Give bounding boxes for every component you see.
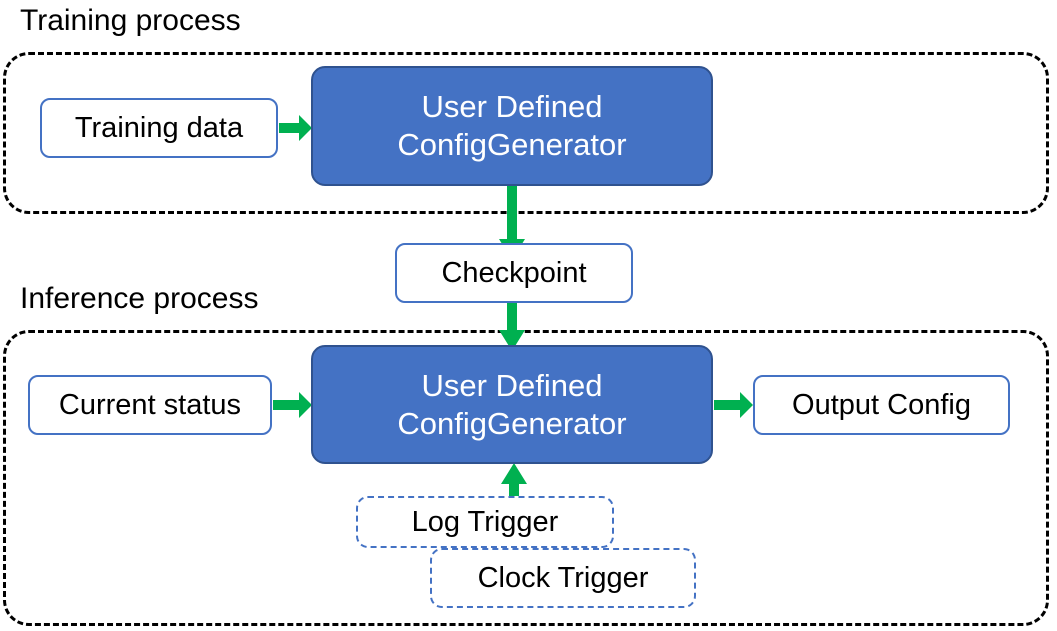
training-data-label: Training data xyxy=(74,111,244,144)
arrow-training-generator-to-checkpoint xyxy=(498,185,526,261)
training-process-container xyxy=(3,52,1049,214)
inference-config-generator-label: User Defined ConfigGenerator xyxy=(397,367,626,443)
output-config-label: Output Config xyxy=(792,388,971,421)
training-data-node[interactable]: Training data xyxy=(40,98,278,158)
training-process-label: Training process xyxy=(20,4,241,37)
inference-process-label: Inference process xyxy=(20,282,259,315)
arrow-training-data-to-generator xyxy=(279,114,313,142)
checkpoint-label: Checkpoint xyxy=(441,256,587,289)
current-status-label: Current status xyxy=(58,388,242,421)
log-trigger-node[interactable]: Log Trigger xyxy=(356,496,614,548)
clock-trigger-node[interactable]: Clock Trigger xyxy=(430,548,696,608)
arrow-current-status-to-generator xyxy=(273,391,313,419)
current-status-node[interactable]: Current status xyxy=(28,375,272,435)
inference-config-generator-label-line1: User Defined xyxy=(421,367,603,403)
arrow-triggers-to-generator xyxy=(500,463,528,511)
arrow-checkpoint-to-inference-generator xyxy=(498,302,526,352)
inference-config-generator-label-line2: ConfigGenerator xyxy=(397,405,627,441)
output-config-node[interactable]: Output Config xyxy=(753,375,1010,435)
training-config-generator-label-line1: User Defined xyxy=(421,89,603,124)
training-config-generator-label-line2: ConfigGenerator xyxy=(397,127,627,162)
checkpoint-node[interactable]: Checkpoint xyxy=(395,243,633,303)
clock-trigger-label: Clock Trigger xyxy=(477,561,649,594)
inference-process-container xyxy=(3,330,1049,626)
arrow-generator-to-output-config xyxy=(714,391,754,419)
inference-config-generator-node[interactable]: User Defined ConfigGenerator xyxy=(311,345,713,464)
log-trigger-label: Log Trigger xyxy=(411,505,559,538)
training-config-generator-label: User Defined ConfigGenerator xyxy=(397,88,626,164)
training-config-generator-node[interactable]: User Defined ConfigGenerator xyxy=(311,66,713,186)
